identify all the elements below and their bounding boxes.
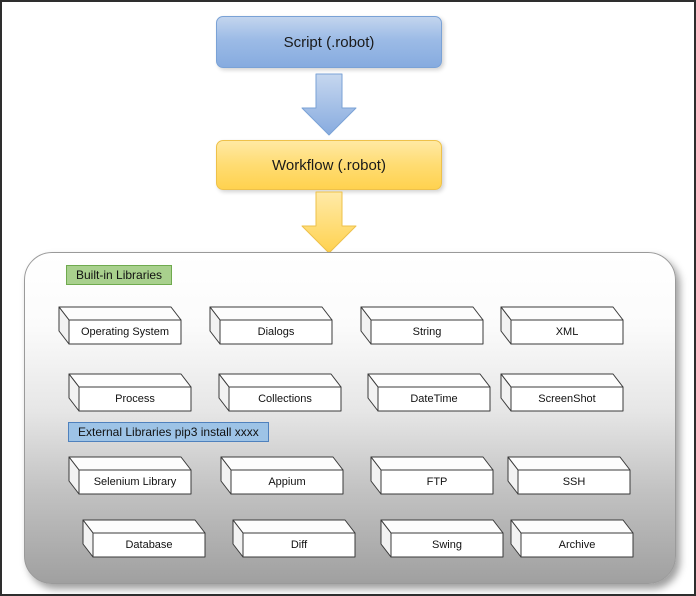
library-label: Operating System — [80, 326, 170, 338]
library-label: FTP — [426, 476, 448, 488]
box-3d-icon — [370, 456, 494, 495]
library-label: Process — [115, 393, 155, 405]
library-box-operating-system: Operating System — [58, 306, 182, 345]
external-libraries-badge: External Libraries pip3 install xxxx — [68, 422, 269, 442]
arrow-workflow-to-libraries-icon — [301, 191, 357, 254]
workflow-node-label: Workflow (.robot) — [272, 156, 386, 174]
library-box-collections: Collections — [218, 373, 342, 412]
library-box-datetime: DateTime — [367, 373, 491, 412]
box-3d-icon — [500, 306, 624, 345]
library-label: ScreenShot — [538, 393, 596, 405]
library-box-ftp: FTP — [370, 456, 494, 495]
library-label: Archive — [558, 539, 596, 551]
library-box-dialogs: Dialogs — [209, 306, 333, 345]
box-3d-icon — [82, 519, 206, 558]
library-label: Dialogs — [257, 326, 295, 338]
box-3d-icon — [68, 456, 192, 495]
script-node: Script (.robot) — [216, 16, 442, 68]
library-box-appium: Appium — [220, 456, 344, 495]
library-box-screenshot: ScreenShot — [500, 373, 624, 412]
box-3d-icon — [380, 519, 504, 558]
box-3d-icon — [58, 306, 182, 345]
box-3d-icon — [209, 306, 333, 345]
builtin-libraries-badge: Built-in Libraries — [66, 265, 173, 285]
box-3d-icon — [510, 519, 634, 558]
library-box-diff: Diff — [232, 519, 356, 558]
library-box-ssh: SSH — [507, 456, 631, 495]
workflow-node: Workflow (.robot) — [216, 140, 442, 190]
library-box-archive: Archive — [510, 519, 634, 558]
box-3d-icon — [507, 456, 631, 495]
library-label: Collections — [258, 393, 312, 405]
arrow-script-to-workflow-icon — [301, 73, 357, 136]
library-label: Swing — [432, 539, 462, 551]
box-3d-icon — [500, 373, 624, 412]
library-label: XML — [555, 326, 579, 338]
box-3d-icon — [367, 373, 491, 412]
box-3d-icon — [232, 519, 356, 558]
script-node-label: Script (.robot) — [283, 33, 375, 51]
library-label: Database — [125, 539, 173, 551]
library-box-xml: XML — [500, 306, 624, 345]
library-label: String — [412, 326, 442, 338]
library-label: Selenium Library — [93, 476, 177, 488]
library-label: Appium — [268, 476, 306, 488]
library-box-selenium-library: Selenium Library — [68, 456, 192, 495]
library-label: SSH — [562, 476, 586, 488]
library-box-database: Database — [82, 519, 206, 558]
library-box-process: Process — [68, 373, 192, 412]
box-3d-icon — [360, 306, 484, 345]
box-3d-icon — [218, 373, 342, 412]
library-label: Diff — [290, 539, 308, 551]
box-3d-icon — [68, 373, 192, 412]
box-3d-icon — [220, 456, 344, 495]
library-box-swing: Swing — [380, 519, 504, 558]
library-label: DateTime — [410, 393, 458, 405]
library-box-string: String — [360, 306, 484, 345]
